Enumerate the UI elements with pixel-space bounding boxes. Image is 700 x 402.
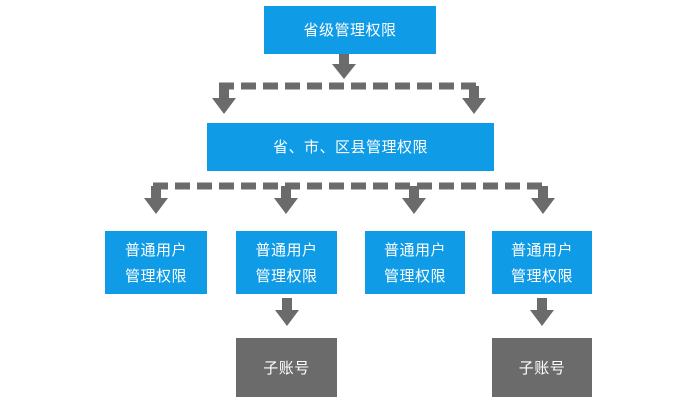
arrow-province-down xyxy=(332,54,356,79)
node-multi-level-label: 省、市、区县管理权限 xyxy=(272,138,428,156)
node-user-permission-1: 普通用户 管理权限 xyxy=(105,231,207,294)
node-sub-account-label-2: 子账号 xyxy=(518,358,566,377)
node-sub-account-label-1: 子账号 xyxy=(263,358,310,377)
node-sub-account-2: 子账号 xyxy=(492,338,592,397)
arrow-bus-bottom-4 xyxy=(531,186,555,214)
node-user-line2: 管理权限 xyxy=(255,266,318,285)
node-user-label-1: 普通用户 管理权限 xyxy=(125,237,187,289)
arrow-user4-to-sub xyxy=(530,298,554,326)
arrow-bus-bottom-3 xyxy=(402,186,426,214)
node-multi-level-permission: 省、市、区县管理权限 xyxy=(207,123,494,171)
node-user-line1: 普通用户 xyxy=(255,240,318,259)
arrow-user2-to-sub xyxy=(275,298,299,326)
arrow-bus-top-right xyxy=(462,86,486,114)
node-user-permission-4: 普通用户 管理权限 xyxy=(492,231,592,294)
node-user-line1: 普通用户 xyxy=(510,240,573,259)
arrow-bus-bottom-1 xyxy=(144,186,168,214)
arrow-bus-top-left xyxy=(212,86,236,114)
node-user-line2: 管理权限 xyxy=(383,266,446,285)
node-user-permission-3: 普通用户 管理权限 xyxy=(365,231,465,294)
node-user-line2: 管理权限 xyxy=(510,266,573,285)
node-user-line1: 普通用户 xyxy=(124,240,187,259)
node-province-label: 省级管理权限 xyxy=(303,21,397,39)
arrow-bus-bottom-2 xyxy=(274,186,298,214)
node-user-label-3: 普通用户 管理权限 xyxy=(384,237,446,289)
node-sub-account-1: 子账号 xyxy=(236,338,337,397)
node-user-label-2: 普通用户 管理权限 xyxy=(255,237,317,289)
node-user-label-4: 普通用户 管理权限 xyxy=(511,237,573,289)
node-user-line2: 管理权限 xyxy=(124,266,187,285)
node-user-permission-2: 普通用户 管理权限 xyxy=(236,231,337,294)
node-user-line1: 普通用户 xyxy=(383,240,446,259)
node-province-permission: 省级管理权限 xyxy=(264,6,436,54)
